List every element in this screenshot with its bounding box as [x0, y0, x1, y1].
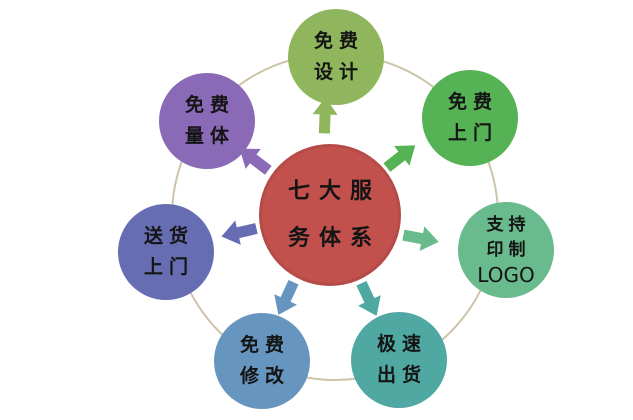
- node-free-home-visit-line1: 免费: [447, 91, 498, 113]
- node-free-home-visit: 免费 上门: [422, 70, 518, 166]
- arrow-to-home-delivery-icon: [218, 215, 259, 249]
- node-home-delivery-line1: 送货: [143, 225, 194, 247]
- arrow-to-free-home-visit-icon: [379, 135, 424, 178]
- node-home-delivery-line2: 上门: [143, 256, 194, 278]
- node-free-measurement-line2: 量体: [184, 125, 235, 147]
- node-fast-shipping: 极速 出货: [351, 312, 447, 408]
- node-free-measurement: 免费 量体: [159, 73, 255, 169]
- arrow-to-free-measurement-icon: [232, 138, 277, 181]
- node-free-revision-line2: 修改: [239, 365, 290, 387]
- node-free-revision: 免费 修改: [214, 313, 310, 409]
- arrow-to-free-revision-icon: [266, 276, 306, 320]
- node-logo-printing-line3: LOGO: [477, 262, 535, 287]
- node-free-design-line2: 设计: [313, 61, 364, 83]
- node-fast-shipping-line1: 极速: [376, 333, 427, 355]
- node-free-design-line1: 免费: [313, 30, 364, 52]
- arrow-to-free-design-icon: [311, 97, 339, 134]
- node-free-measurement-line1: 免费: [184, 94, 235, 116]
- node-free-revision-line1: 免费: [239, 334, 290, 356]
- node-logo-printing: 支持 印制 LOGO: [458, 202, 554, 298]
- node-home-delivery: 送货 上门: [118, 204, 214, 300]
- arrow-to-fast-shipping-icon: [349, 277, 389, 321]
- node-free-home-visit-line2: 上门: [447, 122, 498, 144]
- node-logo-printing-line2: 印制: [486, 239, 531, 260]
- arrow-to-logo-printing-icon: [401, 222, 441, 255]
- center-title-line1: 七大服: [287, 179, 381, 204]
- center-title-line2: 务体系: [287, 226, 381, 251]
- center-circle: 七大服 务体系: [259, 144, 401, 286]
- node-logo-printing-line1: 支持: [486, 214, 531, 235]
- node-fast-shipping-line2: 出货: [376, 364, 427, 386]
- node-free-design: 免费 设计: [288, 9, 384, 105]
